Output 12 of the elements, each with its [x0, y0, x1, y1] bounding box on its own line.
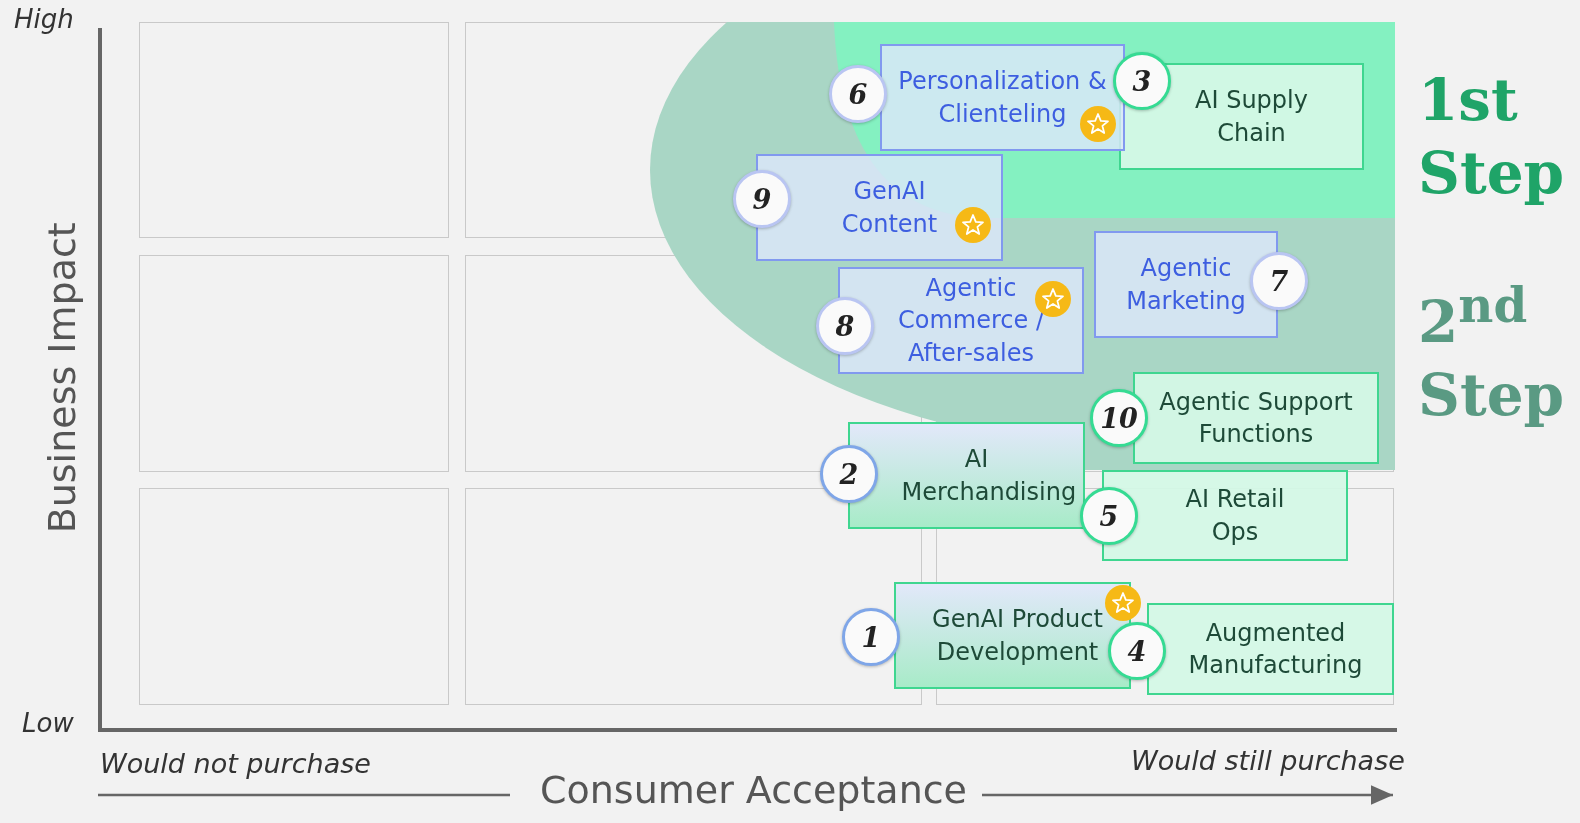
- step-label: 2$^{nd}$ Step: [1418, 276, 1566, 431]
- axis-title: Business Impact: [39, 222, 85, 534]
- step-label: 1st Step: [1418, 65, 1566, 209]
- axis-label: Would still purchase: [1131, 745, 1405, 778]
- use-case-box: Augmented Manufacturing: [1147, 603, 1394, 695]
- axis-label: High: [14, 4, 74, 36]
- axis-label: Would not purchase: [100, 748, 371, 781]
- number-badge: 1: [842, 608, 900, 666]
- use-case-box: Personalization & Clienteling: [880, 44, 1125, 151]
- number-badge: 2: [820, 445, 878, 503]
- axis-label: Low: [22, 708, 74, 740]
- axis-title: Consumer Acceptance: [540, 768, 967, 814]
